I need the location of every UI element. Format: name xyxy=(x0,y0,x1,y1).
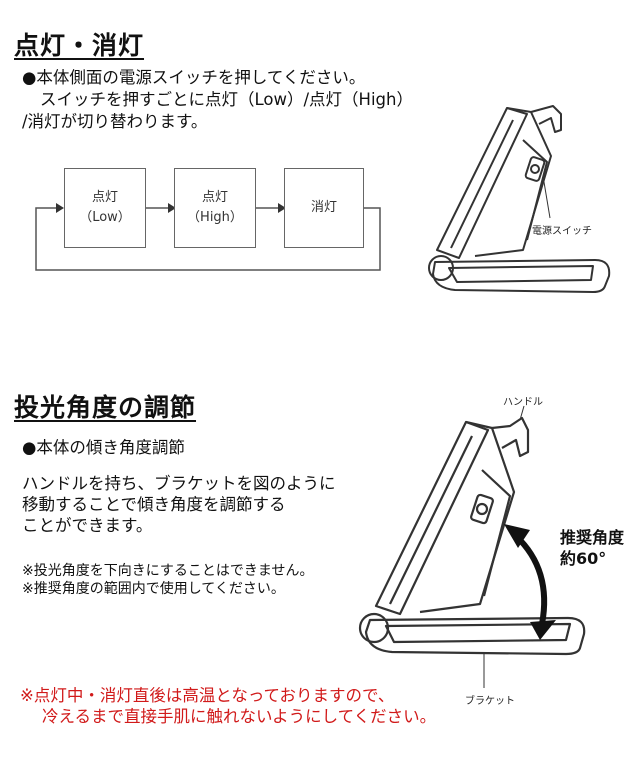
flow-box-label: 点灯 xyxy=(201,190,228,205)
arrow-head xyxy=(56,203,64,213)
arrow-head xyxy=(168,203,176,213)
angle-bullet: ●本体の傾き角度調節 xyxy=(22,438,185,457)
angle-adjust-illustration xyxy=(358,405,586,688)
angle-note: ※投光角度を下向きにすることはできません。 xyxy=(22,563,314,579)
flow-box-off: 消灯 xyxy=(284,168,364,248)
flow-box-sublabel: （High） xyxy=(187,210,243,225)
arrow-head xyxy=(278,203,286,213)
recommended-angle-value: 約60° xyxy=(560,549,607,568)
handle-label: ハンドル xyxy=(503,397,543,408)
heat-warning-line: ※点灯中・消灯直後は高温となっておりますので、 xyxy=(20,686,395,705)
flow-box-low: 点灯 （Low） xyxy=(64,168,146,248)
flow-box-high: 点灯 （High） xyxy=(174,168,256,248)
section-title-angle: 投光角度の調節 xyxy=(14,393,197,422)
mode-cycle-diagram xyxy=(35,203,381,271)
angle-body-line: 移動することで傾き角度を調節する xyxy=(22,495,286,514)
instruction-line: /消灯が切り替わります。 xyxy=(22,112,208,131)
instruction-line: スイッチを押すごとに点灯（Low）/点灯（High） xyxy=(40,90,413,109)
recommended-angle-label: 推奨角度 xyxy=(560,528,625,547)
section-title-power: 点灯・消灯 xyxy=(14,31,145,60)
light-device-illustration xyxy=(428,105,611,293)
angle-note: ※推奨角度の範囲内で使用してください。 xyxy=(22,581,285,597)
angle-body-line: ハンドルを持ち、ブラケットを図のように xyxy=(22,474,336,493)
flow-box-label: 消灯 xyxy=(310,200,337,215)
heat-warning-line: 冷えるまで直接手肌に触れないようにしてください。 xyxy=(42,707,437,726)
power-switch-label: 電源スイッチ xyxy=(532,226,592,237)
bracket-label: ブラケット xyxy=(465,696,515,707)
instruction-line: ●本体側面の電源スイッチを押してください。 xyxy=(22,68,366,87)
flow-box-label: 点灯 xyxy=(91,190,118,205)
angle-body-line: ことができます。 xyxy=(22,516,153,535)
flow-box-sublabel: （Low） xyxy=(79,210,131,225)
